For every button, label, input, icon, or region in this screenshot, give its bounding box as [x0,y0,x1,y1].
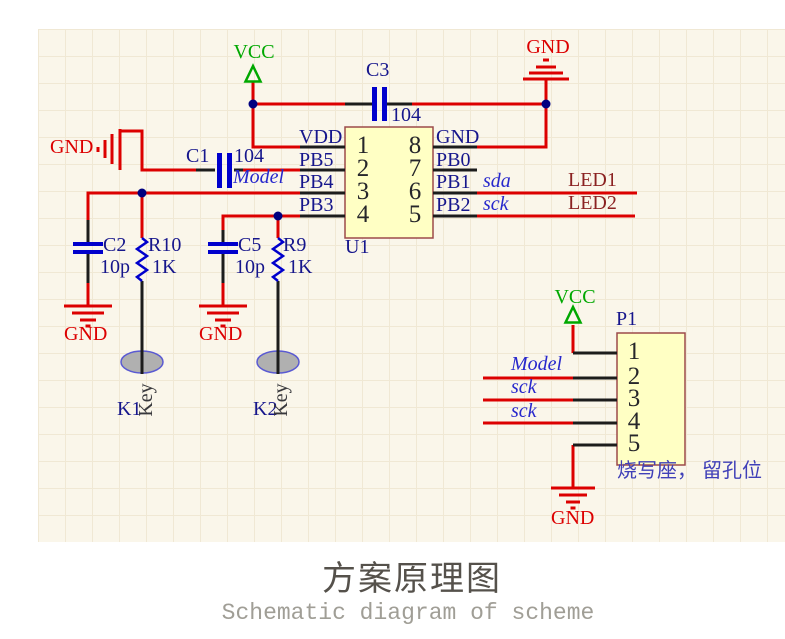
u1-pin-name-pb2: PB2 [436,194,471,216]
gnd-net-label-c5: GND [199,323,243,345]
c5-capacitor [208,242,238,254]
net-label-sck-p1a: sck [511,376,537,398]
k2-ref: K2 [253,398,278,420]
k1-value: Key [135,383,157,417]
c1-value: 104 [234,145,264,167]
gnd-symbol-p1 [551,486,595,510]
net-label-led2: LED2 [568,192,617,214]
c2-capacitor [73,242,103,254]
gnd-symbol-c5 [199,304,247,328]
p1-pin-5: 5 [627,430,641,457]
p1-ref: P1 [616,308,638,330]
gnd-net-label-p1: GND [551,507,595,529]
c2-ref: C2 [103,234,127,256]
u1-pin-name-pb4: PB4 [299,171,334,193]
junction-dots [137,99,551,221]
u1-chip-body [344,126,434,239]
gnd-symbol-top [523,58,569,81]
schematic-sheet [38,29,785,542]
net-label-sck-u1: sck [483,193,509,215]
r9-resistor [270,237,286,282]
c3-ref: C3 [366,59,390,81]
net-label-model-p1: Model [511,353,563,375]
vcc-net-label-p1: VCC [554,286,596,308]
p1-pin-3: 3 [627,385,641,412]
r9-ref: R9 [283,234,307,256]
u1-pin-6: 6 [408,178,422,205]
gnd-symbol-left [96,129,122,170]
page-subtitle: Schematic diagram of scheme [221,600,595,626]
gnd-net-label-c2: GND [64,323,108,345]
vcc-symbol-p1 [563,304,583,324]
u1-ref: U1 [345,236,370,258]
k2-value: Key [270,383,292,417]
u1-pin-name-pb0: PB0 [436,149,471,171]
u1-pin-name-pb3: PB3 [299,194,334,216]
vcc-net-label-top: VCC [233,41,275,63]
wires-red [86,79,637,488]
page-title: 方案原理图 [322,561,502,598]
c5-value: 10p [235,256,265,278]
net-label-sck-p1b: sck [511,400,537,422]
vcc-symbol-top [243,63,263,83]
pin-stubs [86,102,617,447]
gnd-net-label-left: GND [50,136,94,158]
r10-ref: R10 [148,234,182,256]
c3-value: 104 [391,104,421,126]
u1-pin-1: 1 [356,132,370,159]
u1-pin-2: 2 [356,155,370,182]
net-label-model-u1: Model [233,166,285,188]
u1-pin-8: 8 [408,132,422,159]
c1-ref: C1 [186,145,210,167]
p1-pin-1: 1 [627,338,641,365]
p1-pin-4: 4 [627,408,641,435]
p1-pin-2: 2 [627,363,641,390]
gnd-net-label-top: GND [526,36,570,58]
gnd-symbol-c2 [64,304,112,328]
r9-value: 1K [288,256,313,278]
k1-ref: K1 [117,398,142,420]
u1-pin-5: 5 [408,201,422,228]
u1-pin-name-gnd: GND [436,126,480,148]
u1-pin-name-vdd: VDD [299,126,343,148]
u1-pin-name-pb1: PB1 [436,171,471,193]
r10-resistor [134,237,150,282]
u1-pin-4: 4 [356,201,370,228]
u1-pin-3: 3 [356,178,370,205]
u1-pin-7: 7 [408,155,422,182]
p1-annotation: 烧写座， 留孔位 [617,460,762,482]
r10-value: 1K [152,256,177,278]
c3-capacitor [372,87,387,121]
u1-pin-name-pb5: PB5 [299,149,334,171]
c2-value: 10p [100,256,130,278]
c5-ref: C5 [238,234,262,256]
net-label-led1: LED1 [568,169,617,191]
c1-capacitor [217,153,232,188]
net-label-sda: sda [483,170,511,192]
